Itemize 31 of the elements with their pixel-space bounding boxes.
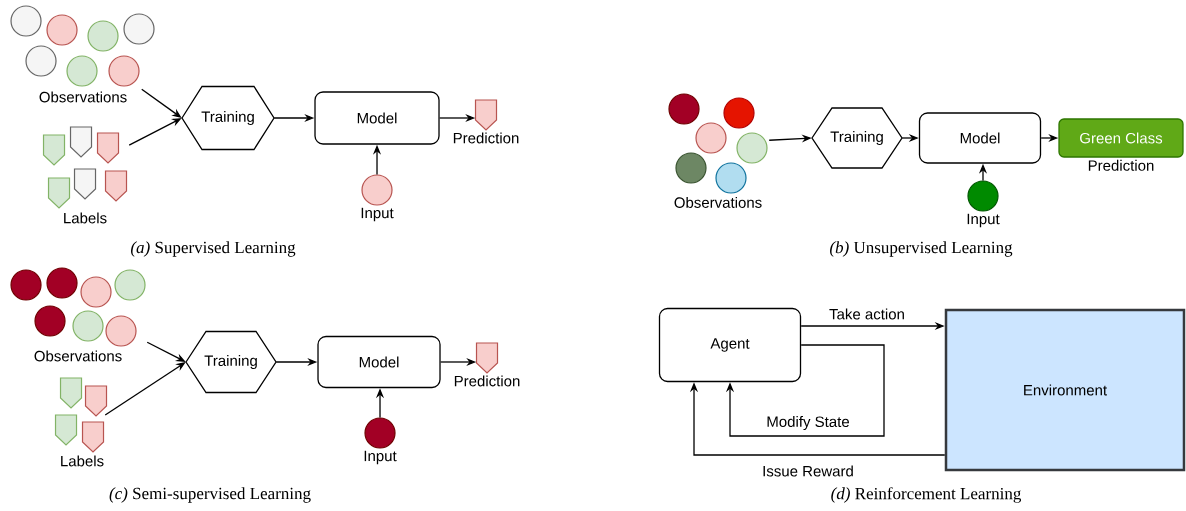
- group-label: Observations: [34, 350, 122, 362]
- node-label: Prediction: [1088, 159, 1154, 171]
- process-hexagon: Training: [181, 85, 275, 151]
- result-box: Green Class Prediction: [1058, 118, 1184, 171]
- environment-box: Environment: [944, 308, 1186, 472]
- group-label: Observations: [674, 196, 762, 208]
- caption: (b) Unsupervised Learning: [830, 241, 1013, 257]
- caption: (a) Supervised Learning: [131, 241, 296, 257]
- caption: (d) Reinforcement Learning: [831, 487, 1022, 503]
- edge-label: Take action: [828, 307, 906, 321]
- process-hexagon: Training: [185, 330, 277, 394]
- group-label: Labels: [61, 455, 104, 467]
- group-label: Labels: [64, 212, 107, 224]
- node-label: Prediction: [454, 375, 520, 387]
- process-box: Model: [314, 91, 440, 145]
- process-box: Model: [317, 335, 441, 389]
- prediction-tag: Prediction: [453, 99, 519, 144]
- process-box: Agent: [658, 307, 802, 383]
- edge-label: Issue Reward: [761, 464, 855, 478]
- caption: (c) Semi-supervised Learning: [109, 487, 311, 503]
- node-label: Prediction: [453, 132, 519, 144]
- node-label: Input: [364, 450, 397, 465]
- node-label: Input: [967, 213, 1000, 228]
- edge-label: Modify State: [765, 415, 851, 431]
- group-label: Observations: [39, 91, 127, 103]
- process-hexagon: Training: [811, 107, 903, 169]
- arrow: [141, 88, 182, 118]
- process-box: Model: [918, 112, 1042, 164]
- node-label: Input: [361, 207, 394, 222]
- prediction-tag: Prediction: [454, 342, 520, 387]
- arrow: [725, 344, 885, 437]
